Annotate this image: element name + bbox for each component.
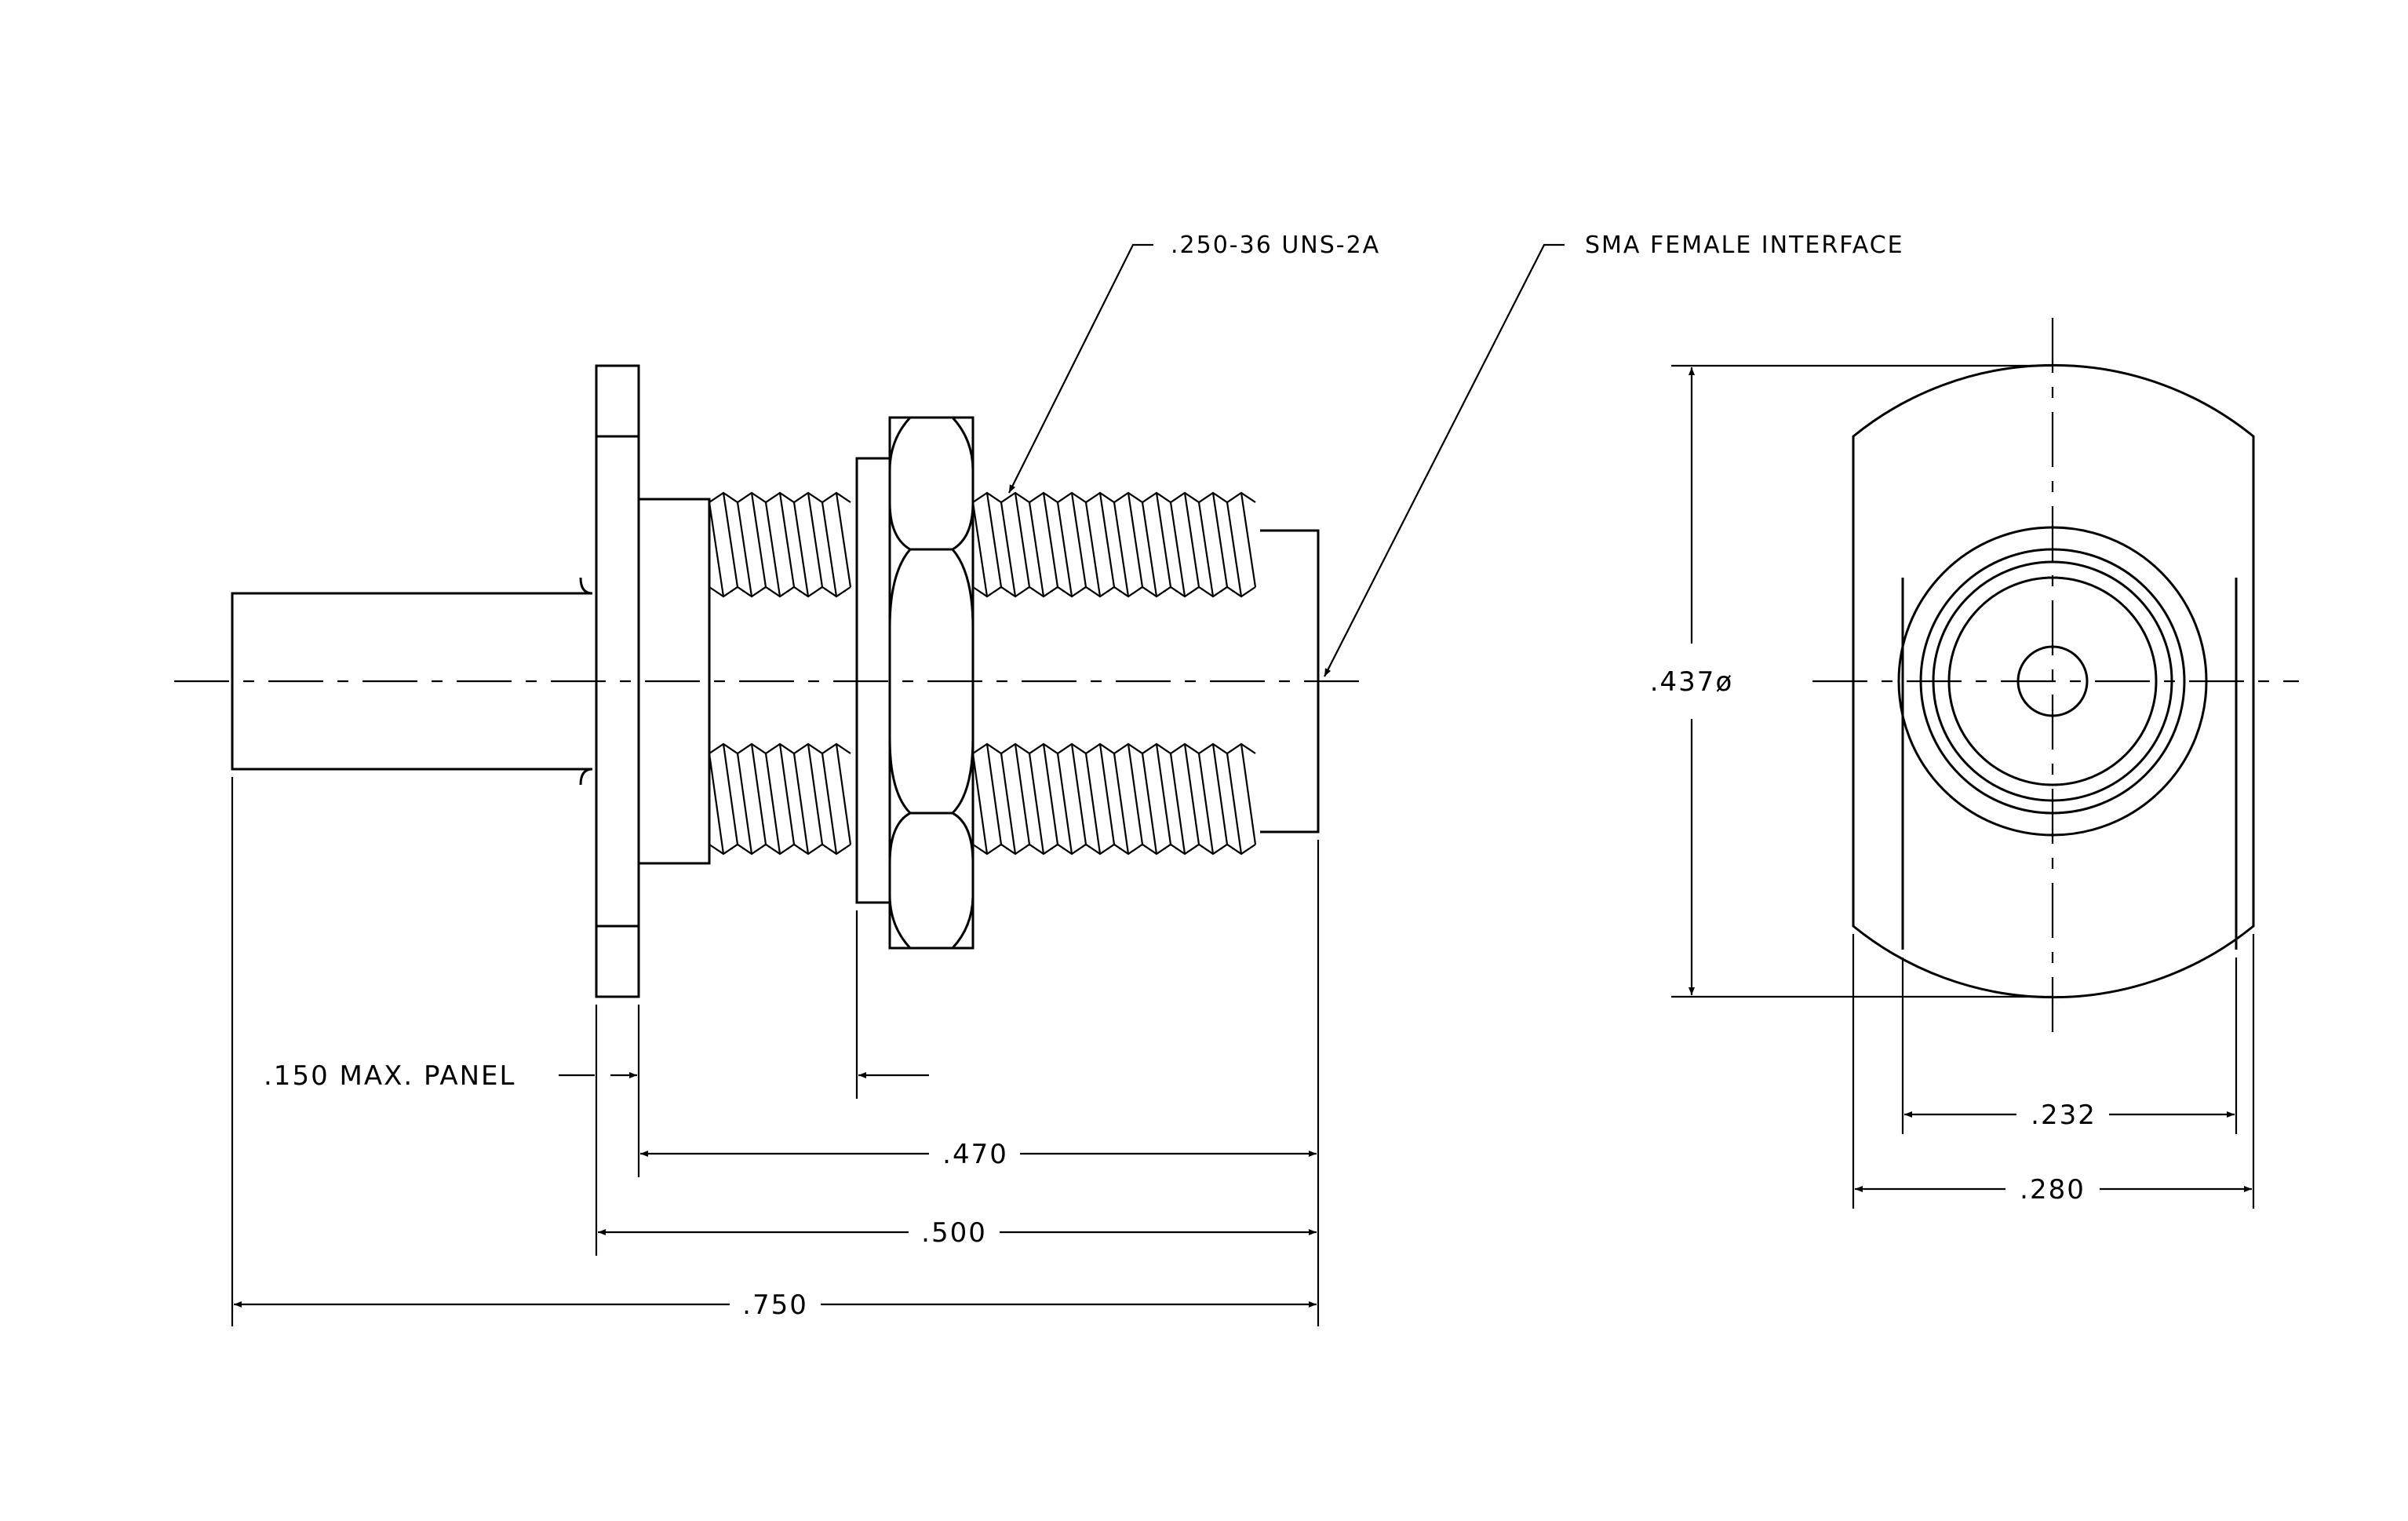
flange bbox=[595, 364, 640, 998]
interface-circle-outer bbox=[1919, 548, 2186, 815]
dim-500: .500 bbox=[598, 1217, 1317, 1249]
thread-tooth bbox=[971, 743, 1257, 855]
dim-280-label: .280 bbox=[2020, 1174, 2086, 1205]
dim-750: .750 bbox=[234, 1289, 1317, 1321]
rear-shoulder bbox=[639, 498, 711, 865]
hex-nut bbox=[888, 416, 974, 950]
thread-tooth bbox=[708, 492, 852, 597]
dim-437: .437ø bbox=[1650, 364, 2053, 998]
dim-500-label: .500 bbox=[921, 1217, 987, 1249]
thread-circle bbox=[1897, 526, 2208, 837]
dim-470: .470 bbox=[640, 1139, 1317, 1170]
panel-dim-label: .150 MAX. PANEL bbox=[264, 1060, 515, 1092]
dim-232: .232 bbox=[1901, 957, 2238, 1134]
thread-tooth bbox=[971, 492, 1257, 597]
dim-470-label: .470 bbox=[942, 1139, 1008, 1170]
thread-bottom-right bbox=[971, 742, 1257, 855]
end-view bbox=[1812, 318, 2299, 1044]
rear-body bbox=[231, 577, 593, 786]
dim-750-label: .750 bbox=[742, 1289, 808, 1321]
dim-232-label: .232 bbox=[2031, 1100, 2097, 1131]
side-view bbox=[174, 364, 1373, 998]
thread-spec-label: .250-36 UNS-2A bbox=[1171, 232, 1380, 259]
thread-top-left bbox=[708, 491, 852, 598]
d-flat-outline bbox=[1852, 363, 2255, 999]
front-interface bbox=[1260, 529, 1320, 833]
thread-leader: .250-36 UNS-2A bbox=[1008, 232, 1380, 494]
dim-437-label: .437ø bbox=[1650, 666, 1734, 698]
interface-leader: SMA FEMALE INTERFACE bbox=[1324, 232, 1904, 677]
center-contact bbox=[2016, 645, 2089, 717]
dim-280: .280 bbox=[1852, 934, 2255, 1209]
thread-top-right bbox=[971, 491, 1257, 598]
interface-label: SMA FEMALE INTERFACE bbox=[1585, 232, 1904, 259]
thread-tooth bbox=[708, 743, 852, 855]
interface-circle-mid bbox=[1932, 560, 2173, 802]
thread-bottom-left bbox=[708, 742, 852, 855]
extension-lines bbox=[231, 777, 1320, 1326]
panel-dimension: .150 MAX. PANEL bbox=[264, 1060, 929, 1092]
interface-circle-inner bbox=[1947, 576, 2158, 786]
